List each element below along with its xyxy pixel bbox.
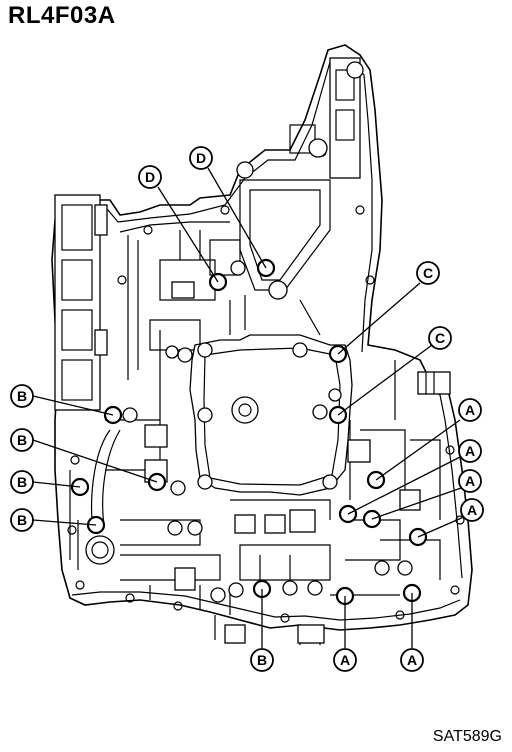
callout-letter: A [465, 473, 475, 489]
leader-lines [32, 167, 467, 648]
callout-c: C [428, 326, 452, 350]
valve-body-housing [51, 44, 473, 631]
figure-code: SAT589G [432, 728, 502, 745]
callout-c: C [416, 261, 440, 285]
callout-b: B [10, 384, 34, 408]
callout-b: B [10, 508, 34, 532]
callout-letter: B [257, 652, 267, 668]
internal-passages [69, 179, 441, 645]
callout-letter: C [423, 265, 433, 281]
callout-letter: A [407, 652, 417, 668]
callout-letter: B [17, 432, 27, 448]
callout-a: A [458, 469, 482, 493]
callout-letter: D [196, 150, 206, 166]
callout-a: A [458, 439, 482, 463]
callout-letter: B [17, 388, 27, 404]
callout-letter: A [340, 652, 350, 668]
callout-letter: A [465, 402, 475, 418]
callout-letter: A [465, 443, 475, 459]
callout-a: A [460, 498, 484, 522]
model-title: RL4F03A [8, 2, 116, 29]
callout-b: B [250, 648, 274, 672]
callout-letter: A [467, 502, 477, 518]
separator-plate [189, 334, 353, 496]
callout-d: D [189, 146, 213, 170]
callout-a: A [333, 648, 357, 672]
callout-a: A [458, 398, 482, 422]
callout-b: B [10, 428, 34, 452]
callout-b: B [10, 470, 34, 494]
callout-letter: B [17, 474, 27, 490]
callout-a: A [400, 648, 424, 672]
callout-letter: B [17, 512, 27, 528]
callout-letter: D [145, 169, 155, 185]
callout-letter: C [435, 330, 445, 346]
callout-d: D [138, 165, 162, 189]
check-balls [70, 258, 428, 606]
